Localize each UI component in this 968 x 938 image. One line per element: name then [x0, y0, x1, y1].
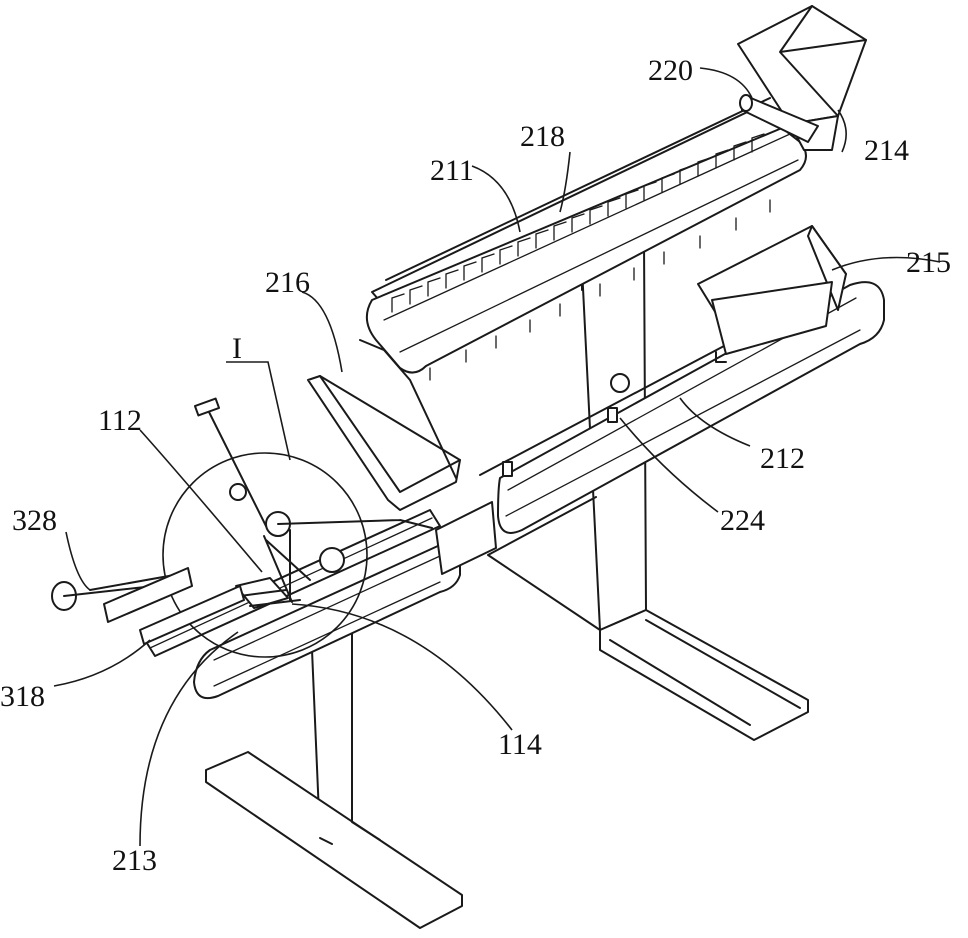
- label-I: I: [232, 332, 242, 365]
- label-215: 215: [906, 246, 951, 279]
- chute-216: [308, 340, 460, 510]
- label-214: 214: [864, 134, 909, 167]
- label-218: 218: [520, 120, 565, 153]
- label-212: 212: [760, 442, 805, 475]
- label-213: 213: [112, 844, 157, 877]
- label-224: 224: [720, 504, 765, 537]
- crank-328: [52, 568, 192, 622]
- label-328: 328: [12, 504, 57, 537]
- label-112: 112: [98, 404, 142, 437]
- leader-lines: [54, 68, 940, 846]
- label-211: 211: [430, 154, 474, 187]
- label-114: 114: [498, 728, 542, 761]
- part-labels: 220 214 218 211 216 215 212 224 I 112 32…: [0, 54, 951, 877]
- label-318: 318: [0, 680, 45, 713]
- label-220: 220: [648, 54, 693, 87]
- label-216: 216: [265, 266, 310, 299]
